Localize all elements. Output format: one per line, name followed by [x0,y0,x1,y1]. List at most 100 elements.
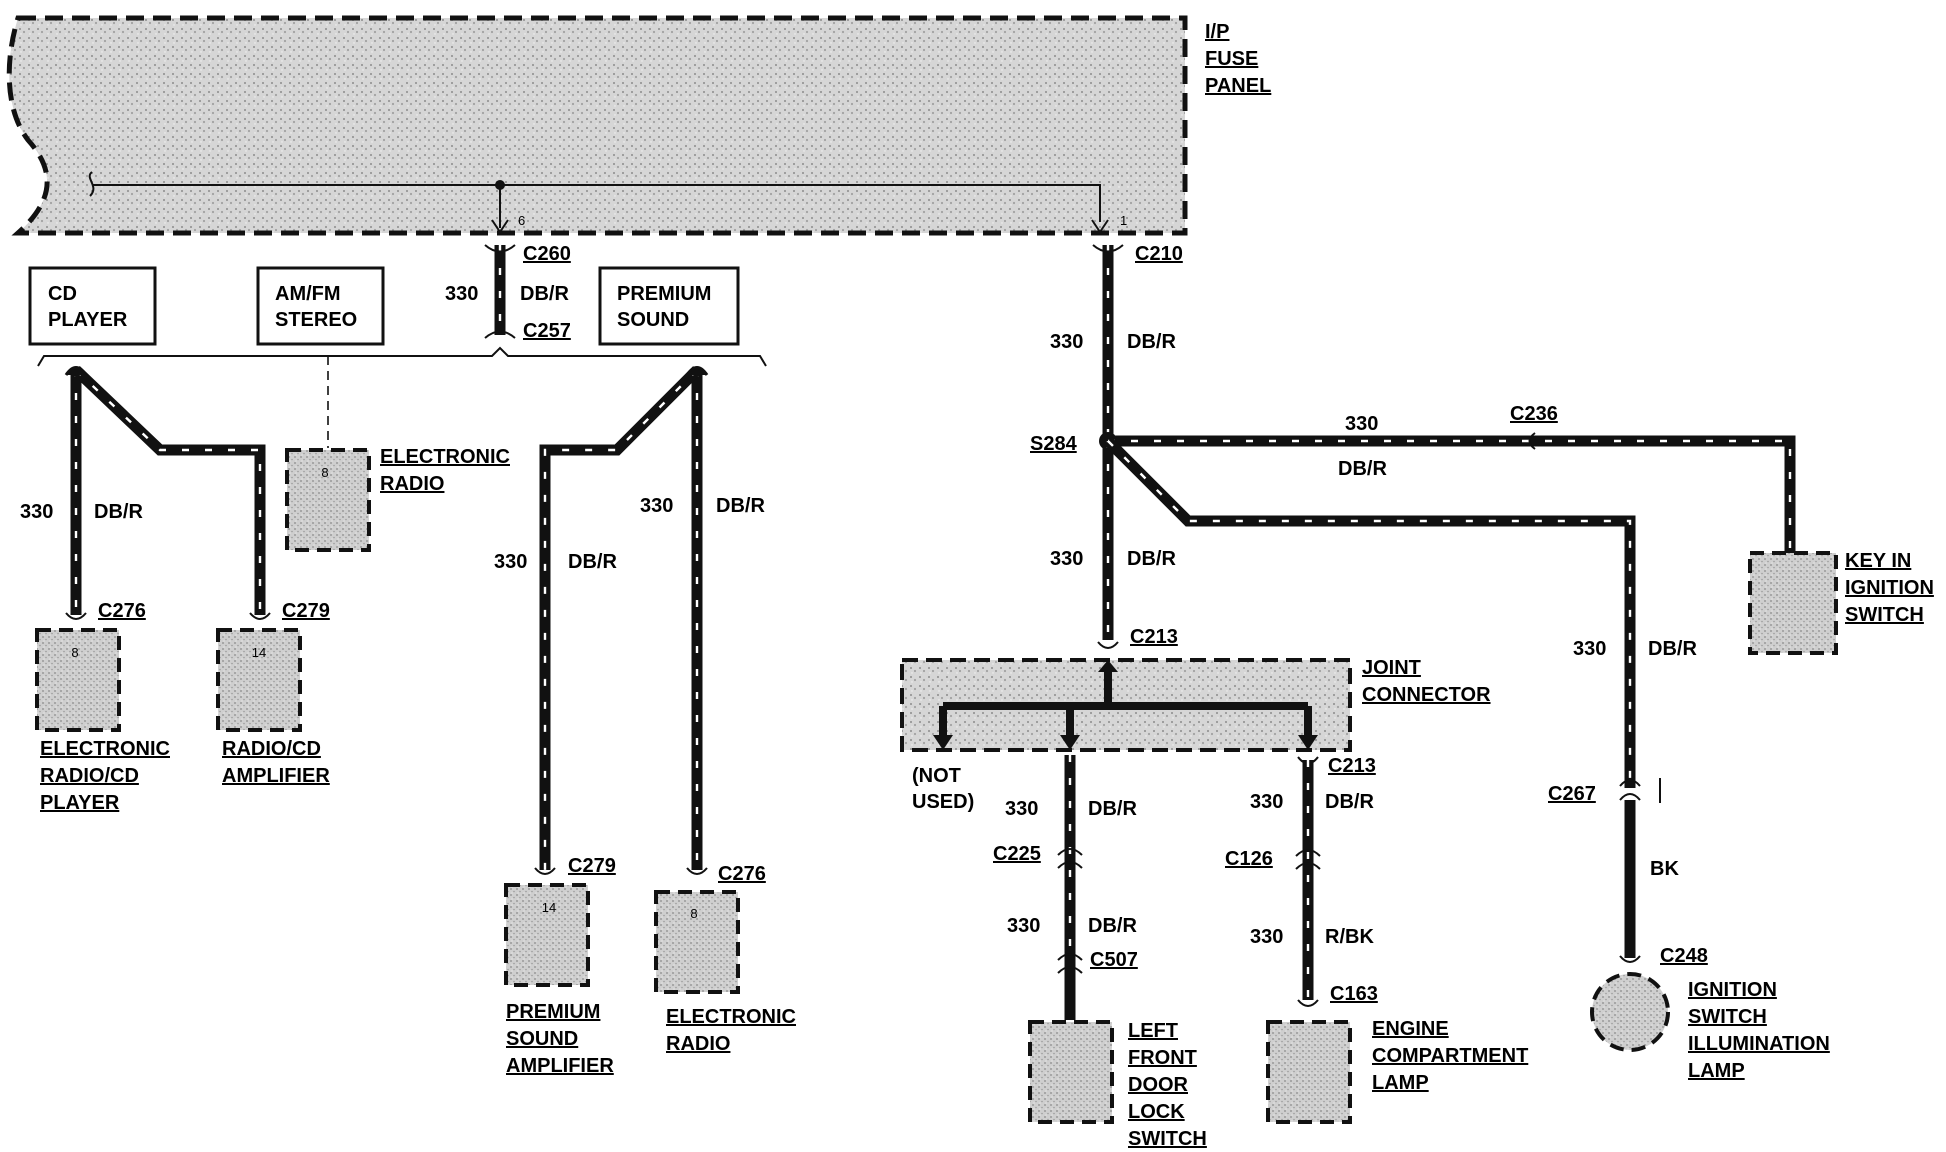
wire-premium-color-a: DB/R [716,495,765,517]
option-bracket [37,346,767,367]
wire-to-c279-premium [539,366,701,870]
wire-engine-circuit-a: 330 [1250,791,1283,813]
connector-c225-symbol [1057,861,1083,869]
svg-text:FRONT: FRONT [1128,1047,1197,1069]
wire-c236-circuit: 330 [1345,413,1378,435]
engine-compartment-lamp: ENGINE COMPARTMENT LAMP [1266,1018,1528,1124]
svg-text:LOCK: LOCK [1128,1101,1185,1123]
fuse-pin-6: 6 [518,213,525,228]
svg-text:SOUND: SOUND [617,309,689,331]
svg-text:PLAYER: PLAYER [48,309,128,331]
wire-s284-c267 [1104,437,1636,788]
ignition-switch-illumination-lamp: IGNITION SWITCH ILLUMINATION LAMP [1590,972,1830,1082]
svg-text:COMPARTMENT: COMPARTMENT [1372,1045,1528,1067]
wire-s284-color: DB/R [1127,548,1176,570]
connector-c257: C257 [523,320,571,342]
svg-text:KEY IN: KEY IN [1845,550,1911,572]
connector-c267: C267 [1548,783,1596,805]
svg-text:RADIO/CD: RADIO/CD [222,738,321,760]
connector-c279-premium: C279 [568,855,616,877]
joint-connector: JOINT CONNECTOR [900,657,1491,752]
fuse-panel-internal-bus [92,184,1101,222]
wire-door-circuit-b: 330 [1007,915,1040,937]
connector-c507-symbol [1057,966,1083,974]
svg-text:CD: CD [48,283,77,305]
svg-text:LAMP: LAMP [1688,1060,1745,1082]
svg-text:JOINT: JOINT [1362,657,1421,679]
pin-6-arrow [491,219,509,234]
svg-text:LAMP: LAMP [1372,1072,1429,1094]
svg-text:RADIO/CD: RADIO/CD [40,765,139,787]
wire-c210-circuit: 330 [1050,331,1083,353]
connector-c279-left: C279 [282,600,330,622]
radio-cd-amplifier: 14 RADIO/CD AMPLIFIER [216,628,330,787]
electronic-radio-top: 8 ELECTRONIC RADIO [285,446,510,552]
wire-door-circuit-a: 330 [1005,798,1038,820]
svg-text:STEREO: STEREO [275,309,357,331]
wire-c210-color: DB/R [1127,331,1176,353]
connector-c248: C248 [1660,945,1708,967]
premium-sound-box: PREMIUM SOUND [598,266,740,346]
am-fm-stereo-box: AM/FM STEREO [256,266,385,346]
svg-text:RADIO: RADIO [666,1033,730,1055]
connector-c257-symbol [484,330,516,339]
connector-c236-symbol [1528,432,1536,450]
fuse-panel: 6 1 [6,15,1188,236]
svg-text:DOOR: DOOR [1128,1074,1189,1096]
cd-player-box: CD PLAYER [28,266,157,346]
fuse-pin-1: 1 [1120,213,1127,228]
connector-c225: C225 [993,843,1041,865]
wire-c260-color: DB/R [520,283,569,305]
pin-1-arrow [1091,219,1109,234]
svg-text:IGNITION: IGNITION [1845,577,1934,599]
svg-text:ILLUMINATION: ILLUMINATION [1688,1033,1830,1055]
wire-c260-circuit: 330 [445,283,478,305]
wire-s284-c236 [1108,435,1796,560]
svg-text:ELECTRONIC: ELECTRONIC [380,446,510,468]
svg-text:PLAYER: PLAYER [40,792,120,814]
wire-s284-circuit: 330 [1050,548,1083,570]
premium-sound-amplifier: 14 PREMIUM SOUND AMPLIFIER [504,883,614,1077]
fuse-panel-label: I/P FUSE PANEL [1205,21,1271,97]
connector-c276-left: C276 [98,600,146,622]
left-front-door-lock-switch: LEFT FRONT DOOR LOCK SWITCH [1028,1020,1207,1150]
svg-text:SWITCH: SWITCH [1845,604,1924,626]
svg-text:SWITCH: SWITCH [1128,1128,1207,1150]
svg-text:SWITCH: SWITCH [1688,1006,1767,1028]
key-in-ignition-switch: KEY IN IGNITION SWITCH [1748,550,1934,655]
svg-text:PANEL: PANEL [1205,75,1271,97]
electronic-radio-bottom: 8 ELECTRONIC RADIO [654,890,796,1055]
electronic-radio-cd-player: 8 ELECTRONIC RADIO/CD PLAYER [35,628,170,814]
wire-left-color: DB/R [94,501,143,523]
connector-c236: C236 [1510,403,1558,425]
svg-text:IGNITION: IGNITION [1688,979,1777,1001]
wire-to-c279-left [72,366,266,615]
connector-c213-top: C213 [1130,626,1178,648]
wire-premium-circuit-b: 330 [494,551,527,573]
wire-engine-color-a: DB/R [1325,791,1374,813]
svg-text:14: 14 [542,900,556,915]
connector-c276-premium: C276 [718,863,766,885]
not-used-label-2: USED) [912,791,974,813]
connector-c507: C507 [1090,949,1138,971]
wire-premium-circuit-a: 330 [640,495,673,517]
not-used-label-1: (NOT [912,765,961,787]
branch-cap-premium [685,366,709,376]
svg-text:ENGINE: ENGINE [1372,1018,1449,1040]
connector-c260: C260 [523,243,571,265]
connector-c126: C126 [1225,848,1273,870]
wire-door-color-b: DB/R [1088,915,1137,937]
svg-text:ELECTRONIC: ELECTRONIC [666,1006,796,1028]
branch-cap-left [64,366,88,376]
svg-text:8: 8 [321,465,328,480]
svg-text:8: 8 [690,906,697,921]
svg-text:ELECTRONIC: ELECTRONIC [40,738,170,760]
wire-door-color-a: DB/R [1088,798,1137,820]
wire-premium-color-b: DB/R [568,551,617,573]
wire-c267-circuit: 330 [1573,638,1606,660]
splice-s284: S284 [1030,433,1078,455]
svg-text:RADIO: RADIO [380,473,444,495]
wire-c236-color: DB/R [1338,458,1387,480]
svg-text:CONNECTOR: CONNECTOR [1362,684,1491,706]
